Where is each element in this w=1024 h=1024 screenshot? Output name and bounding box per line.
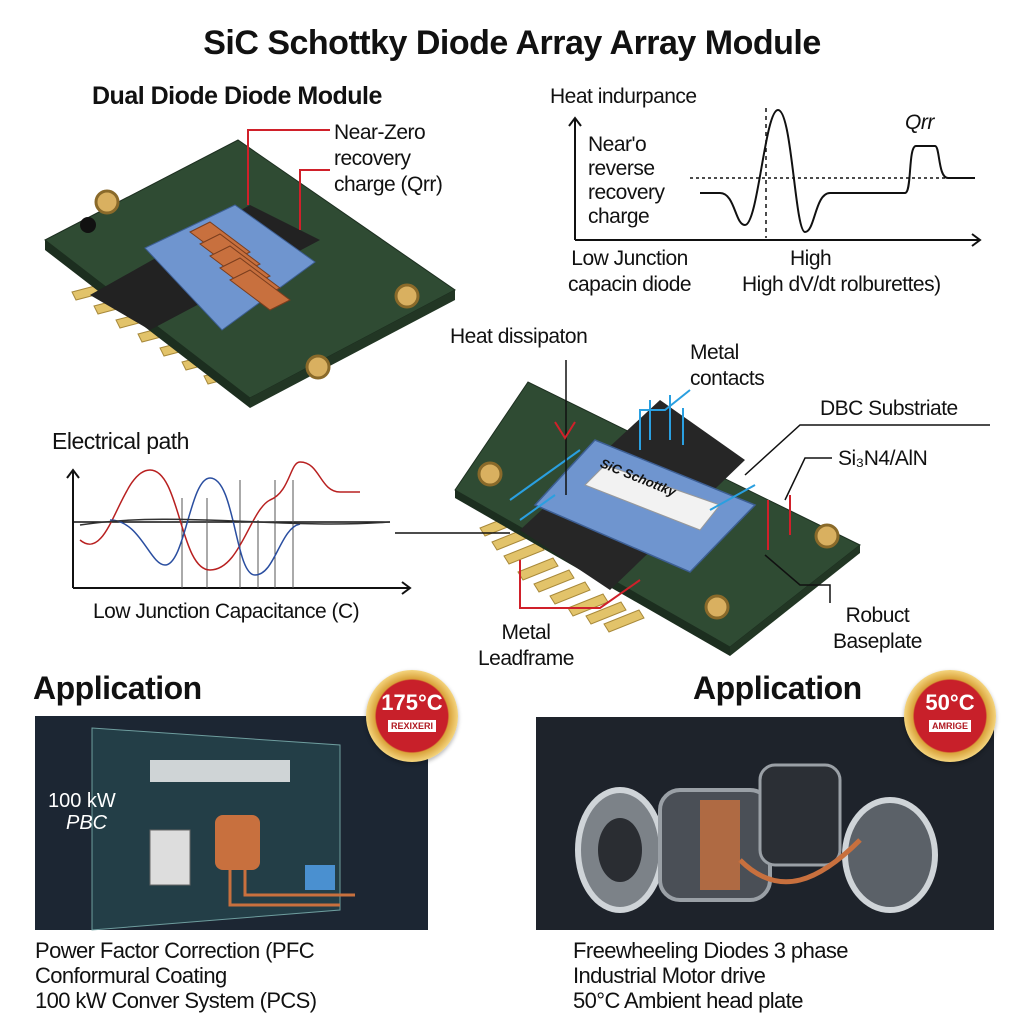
baseplate-label: Robuct Baseplate [833, 603, 922, 655]
page-title: SiC Schottky Diode Array Array Module [203, 24, 821, 62]
badge-subtext: REXIXERI [387, 720, 436, 732]
y-label-line: recovery [588, 181, 665, 204]
temperature-badge-50: 50°C AMRIGE [904, 670, 996, 762]
temperature-badge-175: 175°C REXIXERI [366, 670, 458, 762]
badge-temp: 50°C [925, 690, 975, 715]
x-label-line: capacin diode [568, 273, 692, 296]
metal-contacts-label: Metal contacts [690, 340, 765, 392]
y-label-line: reverse [588, 157, 655, 180]
callout-line: charge (Qrr) [334, 173, 443, 196]
pfc-board-image [35, 716, 428, 931]
x-label-left: Low Junction capacin diode [568, 246, 692, 298]
motor-drive-image [536, 717, 994, 930]
image-text-line: PBC [66, 812, 108, 834]
x-label-line: High [790, 247, 832, 270]
caption-left: Power Factor Correction (PFC Conformural… [35, 938, 317, 1013]
callout-line: recovery [334, 147, 411, 170]
x-label-line: Low Junction [571, 247, 688, 270]
electrical-path-graph [66, 461, 412, 595]
label-line: Leadframe [478, 647, 574, 670]
caption-right: Freewheeling Diodes 3 phase Industrial M… [573, 938, 848, 1013]
label-line: Robuct [845, 604, 910, 627]
qrr-label: Qrr [905, 111, 934, 134]
y-label-line: Near'o [588, 133, 647, 156]
caption-line: 50°C Ambient head plate [573, 988, 803, 1013]
caption-line: Freewheeling Diodes 3 phase [573, 938, 848, 963]
near-zero-callout: Near-Zero recovery charge (Qrr) [334, 120, 443, 198]
application-heading-right: Application [693, 670, 862, 706]
center-module-illustration [395, 360, 990, 656]
caption-line: 100 kW Conver System (PCS) [35, 988, 317, 1013]
label-line: contacts [690, 367, 765, 390]
application-heading-left: Application [33, 670, 202, 706]
label-line: Metal [690, 341, 739, 364]
x-label-line: High dV/dt rolburettes) [742, 273, 941, 296]
callout-line: Near-Zero [334, 121, 426, 144]
label-line: Baseplate [833, 630, 922, 653]
label-line: Metal [501, 621, 551, 644]
dual-diode-module-illustration [44, 129, 456, 408]
module-heading: Dual Diode Diode Module [92, 82, 382, 110]
electrical-path-title: Electrical path [52, 428, 189, 454]
si3n4-label: Si₃N4/AlN [838, 447, 928, 470]
pfc-image-text: 100 kW PBC [48, 790, 116, 834]
electrical-x-label: Low Junction Capacitance (C) [93, 600, 360, 623]
caption-line: Conformural Coating [35, 963, 227, 988]
badge-subtext: AMRIGE [929, 720, 971, 732]
heat-dissipation-label: Heat dissipaton [450, 325, 588, 348]
graph-y-label: Near'o reverse recovery charge [588, 133, 665, 229]
graph-title: Heat indurpance [550, 85, 697, 108]
caption-line: Industrial Motor drive [573, 963, 766, 988]
badge-temp: 175°C [381, 690, 443, 715]
caption-line: Power Factor Correction (PFC [35, 938, 315, 963]
image-text-line: 100 kW [48, 790, 116, 812]
dbc-substrate-label: DBC Substriate [820, 397, 958, 420]
recovery-charge-graph [568, 108, 982, 247]
leadframe-label: Metal Leadframe [478, 620, 574, 672]
y-label-line: charge [588, 205, 650, 228]
x-label-right: High High dV/dt rolburettes) [742, 246, 941, 298]
